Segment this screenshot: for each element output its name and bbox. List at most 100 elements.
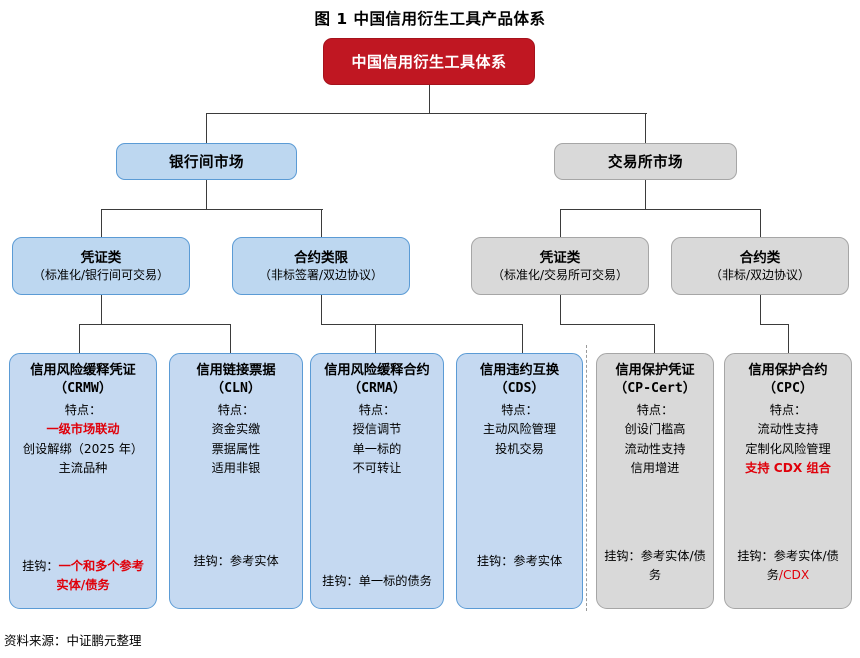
connector-cat1-down <box>101 295 103 325</box>
product-linkage: 挂钩：一个和多个参考实体/债务 <box>14 557 152 594</box>
category-title: 合约类限 <box>294 249 348 266</box>
node-market-interbank[interactable]: 银行间市场 <box>116 143 297 180</box>
category-title: 凭证类 <box>80 249 122 266</box>
node-category-exchange-contract[interactable]: 合约类 （非标/双边协议） <box>671 237 849 295</box>
product-name: 信用链接票据 <box>196 363 276 378</box>
product-linkage: 挂钩：单一标的债务 <box>319 572 435 590</box>
category-subtitle: （标准化/银行间可交易） <box>32 268 170 283</box>
connector-bank-cat2 <box>321 209 323 237</box>
product-card-cds[interactable]: 信用违约互换 （CDS） 特点： 主动风险管理 投机交易 挂钩：参考实体 <box>456 353 583 609</box>
product-feature: 主流品种 <box>58 461 108 476</box>
product-linkage-value: 参考实体/债务 <box>766 549 839 582</box>
product-card-cpc[interactable]: 信用保护合约 （CPC） 特点： 流动性支持 定制化风险管理 支持 CDX 组合… <box>724 353 852 609</box>
connector-exchange-cat1 <box>560 209 562 237</box>
product-feature-label: 特点： <box>358 402 396 417</box>
product-feature: 主动风险管理 <box>482 421 557 436</box>
product-feature: 流动性支持 <box>624 441 686 456</box>
connector-cat4-cpc <box>788 324 790 353</box>
connector-bank-down <box>206 180 208 210</box>
connector-to-exchange <box>645 113 647 143</box>
product-name: 信用风险缓释合约 <box>324 363 430 378</box>
product-feature: 单一标的 <box>352 441 402 456</box>
product-linkage-value: 参考实体 <box>513 553 563 568</box>
node-root-label: 中国信用衍生工具体系 <box>351 53 507 71</box>
product-feature: 票据属性 <box>211 441 261 456</box>
category-subtitle: （标准化/交易所可交易） <box>491 268 629 283</box>
node-market-exchange-label: 交易所市场 <box>608 155 683 171</box>
product-abbr: （CDS） <box>494 381 545 397</box>
node-category-interbank-contract[interactable]: 合约类限 （非标签署/双边协议） <box>232 237 410 295</box>
product-linkage: 挂钩：参考实体/债务/CDX <box>729 547 847 584</box>
connector-cat2-crma <box>375 324 377 353</box>
connector-exchange-bar <box>560 209 761 211</box>
product-card-crma[interactable]: 信用风险缓释合约 （CRMA） 特点： 授信调节 单一标的 不可转让 挂钩：单一… <box>310 353 444 609</box>
connector-to-bank <box>206 113 208 143</box>
category-subtitle: （非标签署/双边协议） <box>258 268 384 283</box>
product-feature: 信用增进 <box>630 461 680 476</box>
connector-cat3-down <box>560 295 562 325</box>
category-title: 凭证类 <box>539 249 581 266</box>
product-linkage: 挂钩：参考实体/债务 <box>601 547 709 584</box>
page-title: 图 1 中国信用衍生工具产品体系 <box>314 10 546 28</box>
product-feature-label: 特点： <box>769 402 807 417</box>
connector-cat1-cln <box>230 324 232 353</box>
connector-root-down <box>429 85 431 114</box>
product-name: 信用保护凭证 <box>615 363 695 378</box>
product-linkage-label: 挂钩： <box>476 553 514 568</box>
product-feature-label: 特点： <box>501 402 538 417</box>
node-category-interbank-certificate[interactable]: 凭证类 （标准化/银行间可交易） <box>12 237 190 295</box>
product-feature: 不可转让 <box>352 461 402 476</box>
node-market-interbank-label: 银行间市场 <box>169 155 244 171</box>
product-name: 信用风险缓释凭证 <box>30 363 136 378</box>
product-feature-label: 特点： <box>64 402 102 417</box>
product-linkage-value: 参考实体/债务 <box>640 549 706 582</box>
product-feature: 创设门槛高 <box>624 421 686 436</box>
connector-cat3-bar <box>560 324 655 326</box>
product-name: 信用保护合约 <box>748 363 828 378</box>
product-feature: 资金实缴 <box>211 421 261 436</box>
category-title: 合约类 <box>739 249 781 266</box>
connector-cat2-down <box>321 295 323 325</box>
product-linkage-value: 单一标的债务 <box>358 573 432 588</box>
product-linkage-label: 挂钩： <box>604 549 641 564</box>
product-abbr: （CLN） <box>210 381 262 397</box>
product-feature-label: 特点： <box>217 402 255 417</box>
connector-cat2-cds <box>522 324 524 353</box>
product-abbr: （CP-Cert） <box>614 381 696 397</box>
product-linkage-suffix: /CDX <box>778 567 810 582</box>
product-card-crmw[interactable]: 信用风险缓释凭证 （CRMW） 特点： 一级市场联动 创设解绑（2025 年） … <box>9 353 157 609</box>
connector-cat4-down <box>760 295 762 325</box>
product-linkage: 挂钩：参考实体 <box>474 552 565 570</box>
connector-cat2-bar <box>321 324 523 326</box>
connector-cat1-bar <box>79 324 231 326</box>
product-abbr: （CPC） <box>762 381 814 397</box>
market-divider <box>586 345 587 611</box>
product-card-cln[interactable]: 信用链接票据 （CLN） 特点： 资金实缴 票据属性 适用非银 挂钩：参考实体 <box>169 353 303 609</box>
product-feature: 创设解绑（2025 年） <box>22 441 144 456</box>
product-feature: 授信调节 <box>352 421 402 436</box>
product-linkage-label: 挂钩： <box>193 553 230 568</box>
product-name: 信用违约互换 <box>479 363 560 378</box>
product-feature: 一级市场联动 <box>46 421 120 436</box>
product-linkage: 挂钩：参考实体 <box>190 552 281 570</box>
product-card-cp-cert[interactable]: 信用保护凭证 （CP-Cert） 特点： 创设门槛高 流动性支持 信用增进 挂钩… <box>596 353 714 609</box>
product-linkage-label: 挂钩： <box>737 549 774 564</box>
node-root[interactable]: 中国信用衍生工具体系 <box>323 38 535 85</box>
node-category-exchange-certificate[interactable]: 凭证类 （标准化/交易所可交易） <box>471 237 649 295</box>
connector-cat3-cpcert <box>654 324 656 353</box>
category-subtitle: （非标/双边协议） <box>709 268 811 283</box>
product-feature: 适用非银 <box>211 461 261 476</box>
connector-bank-bar <box>101 209 323 211</box>
connector-root-bar <box>206 113 647 115</box>
product-linkage-label: 挂钩： <box>22 559 59 574</box>
product-linkage-value: 一个和多个参考实体/债务 <box>56 559 144 592</box>
connector-cat1-crmw <box>79 324 81 353</box>
connector-bank-cat1 <box>101 209 103 237</box>
product-abbr: （CRMW） <box>53 381 113 397</box>
connector-exchange-down <box>645 180 647 210</box>
product-feature: 定制化风险管理 <box>745 441 831 456</box>
node-market-exchange[interactable]: 交易所市场 <box>554 143 737 180</box>
product-linkage-label: 挂钩： <box>322 573 359 588</box>
product-feature: 流动性支持 <box>757 421 819 436</box>
